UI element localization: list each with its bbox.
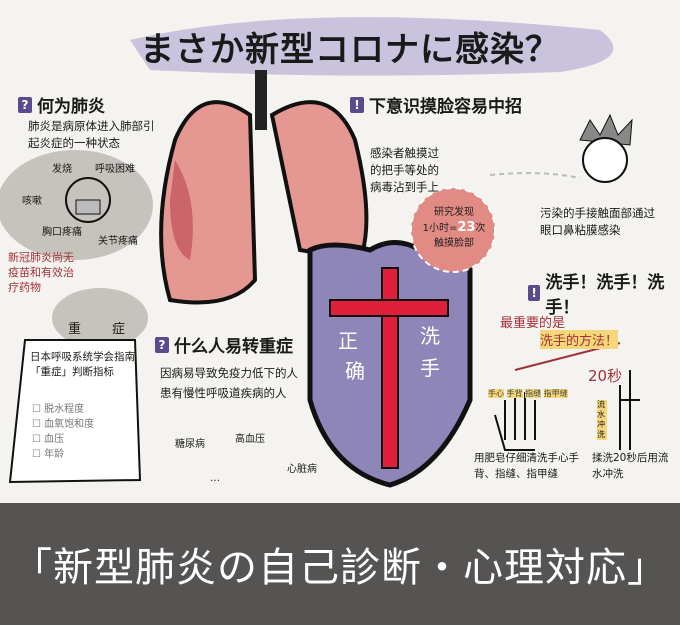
emphasis-line-2: 洗手的方法！ (540, 330, 619, 349)
symptom-dyspnea: 呼吸困难 (95, 164, 135, 175)
shield-char: 手 (420, 356, 440, 380)
symptom-fever: 发烧 (52, 164, 72, 175)
disease-more: … (210, 473, 220, 484)
title-brush (130, 17, 614, 76)
hand-label-back: 手背 (506, 389, 523, 398)
research-finding: 研究发现 1小时=23次 触摸脸部 (418, 205, 490, 251)
page-title: まさか新型コロナに感染？ (140, 30, 560, 70)
research-count: 1小时=23次 (422, 220, 486, 235)
hand-icon (494, 390, 536, 451)
risk-bullet-2: 患有慢性呼吸道疾病的人 (160, 386, 287, 400)
heading-wash-hands: !洗手！洗手！洗手！ (528, 268, 680, 318)
shield-char: 洗 (420, 324, 440, 348)
cross-horizontal (329, 299, 449, 317)
faucet-icon (619, 370, 640, 450)
risk-bullet-1: 因病易导致免疫力低下的人 (160, 366, 298, 380)
hand-label-nails: 指甲缝 (543, 389, 568, 398)
wash-bullet-1: 用肥皂仔细清洗手心手背、指缝、指甲缝 (474, 452, 579, 480)
disease-heart: 心脏病 (287, 464, 317, 475)
heading-text: 下意识摸脸容易中招 (369, 97, 522, 117)
shield-char: 正 (338, 329, 358, 353)
severe-label-1: 重 (68, 322, 82, 337)
pneumonia-definition: 肺炎是病原体进入肺部引起炎症的一种状态 (28, 119, 155, 150)
paper-scroll (8, 339, 142, 484)
disease-hypertension: 高血压 (235, 434, 265, 445)
research-circle (410, 187, 496, 273)
rinse-label: 流水冲洗 (597, 400, 607, 440)
heading-what-is-pneumonia: ? 何为肺炎 (18, 92, 105, 117)
mask-face-icon (65, 177, 111, 223)
severe-label-2: 症 (112, 322, 126, 337)
checklist-item: ☐ 脱水程度 (32, 404, 85, 415)
heading-text: 洗手！洗手！洗手！ (545, 273, 665, 318)
right-lung (269, 100, 369, 263)
cross-vertical (381, 267, 399, 469)
guide-title: 日本呼吸系统学会指南「重症」判断指标 (30, 351, 135, 378)
hand-labels: 手心 手背 指缝 指甲缝 (488, 388, 568, 399)
touch-bullet: 感染者触摸过的把手等处的病毒沾到手上 (370, 146, 439, 194)
severe-cloud (52, 288, 148, 348)
banner-title: 「新型肺炎の自己診断・心理対応」 (12, 545, 668, 591)
no-vaccine-note: 新冠肺炎尚无疫苗和有效治疗药物 (8, 251, 74, 294)
infection-route-bullet: 污染的手接触面部通过眼口鼻粘膜感染 (540, 206, 655, 237)
spiky-hair-icon (579, 113, 633, 146)
question-icon: ? (155, 336, 169, 353)
lung-infection (170, 160, 193, 260)
wash-bullet-2: 揉洗20秒后用流水冲洗 (592, 452, 669, 480)
symptom-cough: 咳嗽 (22, 196, 42, 207)
checklist-item: ☐ 血压 (32, 434, 65, 445)
checklist-item: ☐ 年龄 (32, 449, 65, 460)
research-label: 研究发现 (434, 207, 474, 218)
question-icon: ? (18, 96, 32, 113)
shield-char: 确 (345, 359, 365, 383)
severity-checklist: ☐ 脱水程度 ☐ 血氧饱和度 ☐ 血压 ☐ 年龄 (32, 402, 94, 462)
illustration-graphics (0, 17, 640, 488)
heading-text: 什么人易转重症 (174, 337, 293, 357)
heading-touching-face: ! 下意识摸脸容易中招 (350, 92, 522, 117)
caption-banner: 「新型肺炎の自己診断・心理対応」 (0, 503, 680, 625)
infographic-illustration: まさか新型コロナに感染？ ? 何为肺炎 肺炎是病原体进入肺部引起炎症的一种状态 发… (0, 17, 680, 488)
twenty-seconds: 20秒 (588, 367, 623, 385)
dashed-arrow-icon (489, 172, 581, 179)
checklist-item: ☐ 血氧饱和度 (32, 419, 95, 430)
exclamation-icon: ! (528, 285, 541, 301)
exclamation-icon: ! (350, 96, 364, 113)
disease-diabetes: 糖尿病 (175, 439, 205, 450)
hand-label-fingers: 指缝 (525, 389, 542, 398)
face-icon (582, 137, 628, 183)
emphasis-line-1: 最重要的是 (500, 316, 566, 331)
research-label: 触摸脸部 (434, 238, 474, 249)
symptom-chest-pain: 胸口疼痛 (42, 227, 82, 238)
symptom-joint-pain: 关节疼痛 (98, 236, 138, 247)
trachea (255, 70, 267, 130)
hand-label-palm: 手心 (488, 389, 504, 398)
heading-text: 何为肺炎 (37, 97, 105, 117)
heading-who-gets-severe: ? 什么人易转重症 (155, 332, 293, 357)
